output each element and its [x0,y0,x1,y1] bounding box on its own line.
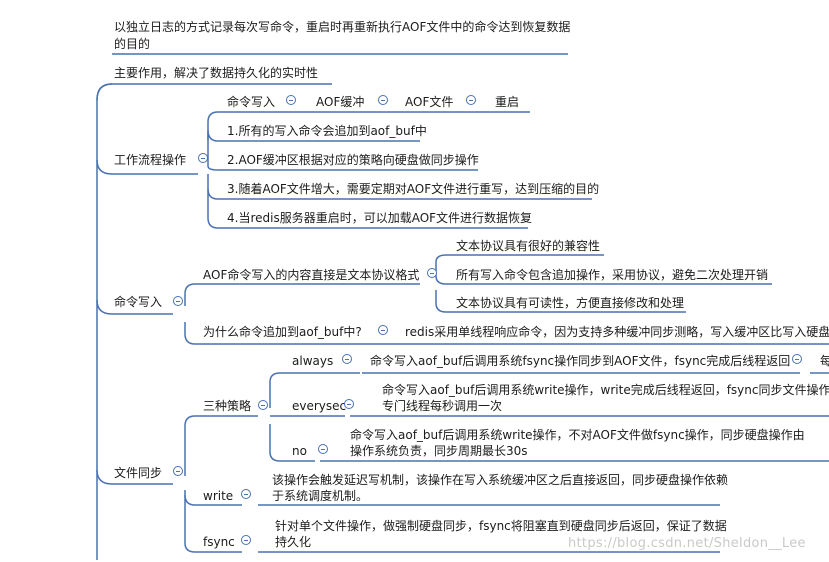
workflow-item-2: 2.AOF缓冲区根据对应的策略向硬盘做同步操作 [227,153,479,167]
cmd-format-collapse-icon[interactable] [427,268,437,278]
strategy-always-tail: 每 [820,354,829,368]
workflow-step-2-collapse-icon[interactable] [378,95,388,105]
fsync-collapse-icon[interactable] [241,535,251,545]
purpose-node: 主要作用，解决了数据持久化的实时性 [114,66,319,80]
workflow-step-2: AOF缓冲 [316,95,365,109]
workflow-step-3: AOF文件 [405,95,454,109]
strategy-no-desc-line2: 操作系统负责，同步周期最长30s [350,444,528,458]
file-sync-node: 文件同步 [114,466,163,480]
strategy-no-desc-line1: 命令写入aof_buf后调用系统write操作，不对AOF文件做fsync操作，… [350,428,805,442]
strategy-everysec-collapse-icon[interactable] [344,399,354,409]
format-item-append: 所有写入命令包含追加操作，采用协议，避免二次处理开销 [456,268,769,282]
watermark: https://blog.csdn.net/Sheldon__Lee [568,536,806,551]
fsync-desc-line1: 针对单个文件操作，做强制硬盘同步，fsync将阻塞直到硬盘同步后返回，保证了数据 [275,519,727,533]
format-item-readable: 文本协议具有可读性，方便直接修改和处理 [456,296,685,310]
why-aof-buf-collapse-icon[interactable] [378,325,388,335]
workflow-item-1: 1.所有的写入命令会追加到aof_buf中 [227,124,427,138]
workflow-step-3-collapse-icon[interactable] [466,95,476,105]
fsync-node: fsync [203,535,235,549]
strategies-node: 三种策略 [203,399,252,413]
strategy-no-collapse-icon[interactable] [318,444,328,454]
cmd-write-collapse-icon[interactable] [173,296,183,306]
write-collapse-icon[interactable] [241,489,251,499]
strategy-everysec: everysec [292,399,347,413]
workflow-step-1-collapse-icon[interactable] [286,95,296,105]
cmd-write-node: 命令写入 [114,295,163,309]
root-description-line1: 以独立日志的方式记录每次写命令，重启时再重新执行AOF文件中的命令达到恢复数据 [114,20,571,34]
strategy-always-desc: 命令写入aof_buf后调用系统fsync操作同步到AOF文件，fsync完成后… [370,354,791,368]
workflow-step-4: 重启 [495,95,520,109]
strategy-everysec-desc-line2: 专门线程每秒调用一次 [382,399,503,413]
write-node: write [203,489,234,503]
workflow-collapse-icon[interactable] [198,153,208,163]
cmd-format-node: AOF命令写入的内容直接是文本协议格式 [203,268,420,282]
why-aof-buf-node: 为什么命令追加到aof_buf中? [203,325,362,339]
strategy-always: always [292,354,334,368]
file-sync-collapse-icon[interactable] [173,466,183,476]
strategy-everysec-desc-line1: 命令写入aof_buf后调用系统write操作，write完成后线程返回，fsy… [382,383,829,397]
workflow-item-3: 3.随着AOF文件增大，需要定期对AOF文件进行重写，达到压缩的目的 [227,182,600,196]
root-description-line2: 的目的 [114,37,151,51]
why-aof-buf-answer: redis采用单线程响应命令，因为支持多种缓冲同步测略，写入缓冲区比写入硬盘要 [405,325,829,339]
write-desc-line1: 该操作会触发延迟写机制，该操作在写入系统缓冲区之后直接返回，同步硬盘操作依赖 [272,473,729,487]
strategies-collapse-icon[interactable] [258,400,268,410]
strategy-always-desc-collapse-icon[interactable] [792,354,802,364]
workflow-item-4: 4.当redis服务器重启时，可以加载AOF文件进行数据恢复 [227,211,533,225]
format-item-compat: 文本协议具有很好的兼容性 [456,239,601,253]
fsync-desc-line2: 持久化 [275,535,312,549]
strategy-always-collapse-icon[interactable] [342,354,352,364]
workflow-node: 工作流程操作 [114,153,187,167]
workflow-step-1: 命令写入 [227,95,276,109]
write-desc-line2: 于系统调度机制。 [272,489,369,503]
strategy-no: no [292,444,307,458]
